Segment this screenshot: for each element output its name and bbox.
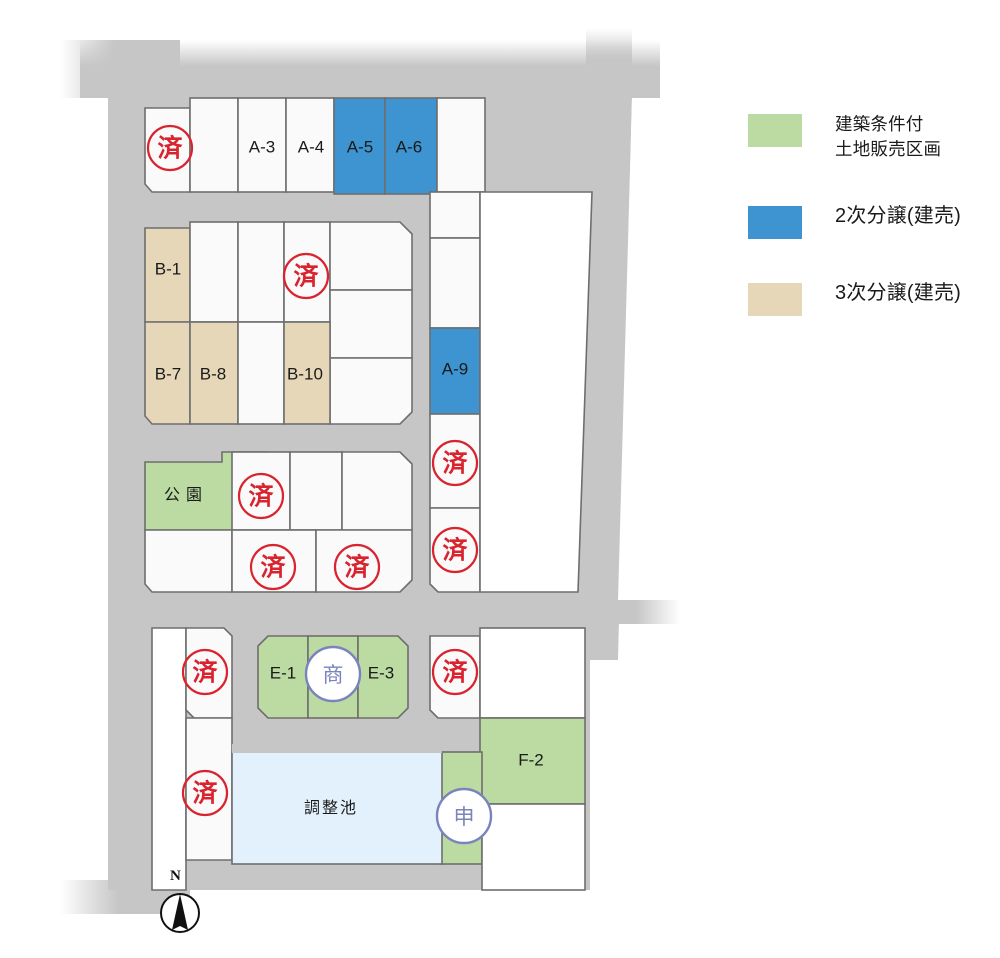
stamp-a10-text: 済 xyxy=(442,449,468,478)
lot-b3-shape[interactable] xyxy=(237,221,285,323)
compass-north-label: N xyxy=(170,868,181,884)
stamp-a11: 済 xyxy=(431,526,479,574)
stamp-b4: 済 xyxy=(282,252,330,300)
lot-b10-shape[interactable] xyxy=(283,321,331,425)
lot-a3-label: A-3 xyxy=(249,137,275,156)
lot-b9-shape[interactable] xyxy=(237,321,285,425)
compass-icon xyxy=(160,893,200,933)
legend-label-1: 2次分譲(建売) xyxy=(835,204,962,227)
stamp-c6-text: 済 xyxy=(260,553,286,582)
badge-e2: 商 xyxy=(304,645,362,703)
lot-a5-label: A-5 xyxy=(347,137,373,156)
retention-pond xyxy=(231,744,443,865)
pond-shape[interactable] xyxy=(231,751,443,865)
sold-stamp-layer: 済済済済済済済済済済 xyxy=(146,124,479,817)
lot-a4-label: A-4 xyxy=(298,137,324,156)
open-area-east xyxy=(479,191,593,593)
lot-a7-shape[interactable] xyxy=(436,97,486,193)
legend-label-0: 建築条件付 土地販売区画 xyxy=(835,114,942,159)
lot-b11-shape[interactable] xyxy=(329,357,413,425)
stamp-a11-text: 済 xyxy=(442,536,468,565)
lot-b5-shape[interactable] xyxy=(329,221,413,291)
road-top-left-fade xyxy=(60,40,180,98)
legend-item-1: 2次分譲(建売) xyxy=(748,204,998,239)
block-a-right-column xyxy=(429,98,1000,600)
lot-a5-shape[interactable] xyxy=(333,97,386,195)
stamp-c2: 済 xyxy=(237,472,285,520)
lot-e3-label: E-3 xyxy=(368,663,394,682)
lot-b10-label: B-10 xyxy=(287,364,323,383)
lot-e1-label: E-1 xyxy=(270,663,296,682)
lot-a3-shape[interactable] xyxy=(237,97,287,193)
lot-b8-label: B-8 xyxy=(200,364,226,383)
legend-swatch-1 xyxy=(748,205,802,239)
lot-b2-shape[interactable] xyxy=(189,221,239,323)
lot-c7-shape[interactable] xyxy=(315,529,413,593)
lot-b8-shape[interactable] xyxy=(189,321,239,425)
legend-item-0: 建築条件付 土地販売区画 xyxy=(748,112,998,162)
stamp-d1: 済 xyxy=(181,648,229,696)
lot-a9-shape[interactable] xyxy=(429,327,481,415)
status-badge-layer: 商申 xyxy=(304,645,493,845)
lot-c3-shape[interactable] xyxy=(289,451,343,531)
open-area-far-east-upper xyxy=(618,98,1000,600)
area-pond-label: 調整池 xyxy=(304,799,358,817)
legend-swatch-2 xyxy=(748,282,802,316)
stamp-f0: 済 xyxy=(431,648,479,696)
stamp-c7-text: 済 xyxy=(344,553,370,582)
stamp-c6: 済 xyxy=(249,543,297,591)
legend-item-2: 3次分譲(建売) xyxy=(748,281,998,316)
badge-e2-text: 商 xyxy=(323,663,344,687)
lot-label-layer: A-3 A-4 A-5 A-6A-9 B-1B-7 B-8 B-10E-1 E-3F-2 xyxy=(155,137,544,769)
lot-f2-label: F-2 xyxy=(518,750,544,769)
stamp-d1-text: 済 xyxy=(192,658,218,687)
legend-label-2: 3次分譲(建売) xyxy=(835,281,962,304)
stamp-c2-text: 済 xyxy=(248,482,274,511)
badge-f1: 申 xyxy=(435,787,493,845)
stamp-c7: 済 xyxy=(333,543,381,591)
stamp-d2: 済 xyxy=(181,769,229,817)
lot-b1-label: B-1 xyxy=(155,259,181,278)
lot-c5-shape[interactable] xyxy=(144,529,233,593)
legend: 建築条件付 土地販売区画 2次分譲(建売) 3次分譲(建売) xyxy=(748,112,998,358)
lot-b7-label: B-7 xyxy=(155,364,181,383)
stamp-a1: 済 xyxy=(146,124,194,172)
lot-c4-shape[interactable] xyxy=(341,451,413,531)
lot-b6-shape[interactable] xyxy=(329,289,413,359)
lot-a10-shape[interactable] xyxy=(429,413,481,509)
road-right-top-fade xyxy=(586,28,632,100)
block-c xyxy=(144,451,413,593)
stamp-b4-text: 済 xyxy=(293,262,319,291)
lot-a9-label: A-9 xyxy=(442,359,468,378)
block-a xyxy=(144,97,486,195)
lot-a8-shape[interactable] xyxy=(429,237,481,329)
lot-a6-label: A-6 xyxy=(396,137,422,156)
stamp-a1-text: 済 xyxy=(157,134,183,163)
area-park-label: 公園 xyxy=(164,487,208,504)
compass-rose: N xyxy=(158,868,218,938)
stamp-a10: 済 xyxy=(431,439,479,487)
pond-top-strip xyxy=(232,744,442,753)
badge-f1-text: 申 xyxy=(454,805,475,829)
lot-b7-shape[interactable] xyxy=(144,321,191,425)
lot-f-open-shape xyxy=(479,627,586,719)
block-b xyxy=(144,221,413,425)
open-area-west-lower xyxy=(151,627,187,891)
lot-a11-shape[interactable] xyxy=(429,507,481,593)
lot-a4-shape[interactable] xyxy=(285,97,335,193)
lot-e3-shape[interactable] xyxy=(357,635,409,719)
lot-a7b-shape[interactable] xyxy=(429,191,481,239)
lot-a2-shape[interactable] xyxy=(189,97,239,193)
stamp-d2-text: 済 xyxy=(192,779,218,808)
stamp-f0-text: 済 xyxy=(442,658,468,687)
lot-c6-shape[interactable] xyxy=(231,529,317,593)
lot-f-open-lower-shape xyxy=(481,803,586,891)
legend-swatch-0 xyxy=(748,114,802,147)
